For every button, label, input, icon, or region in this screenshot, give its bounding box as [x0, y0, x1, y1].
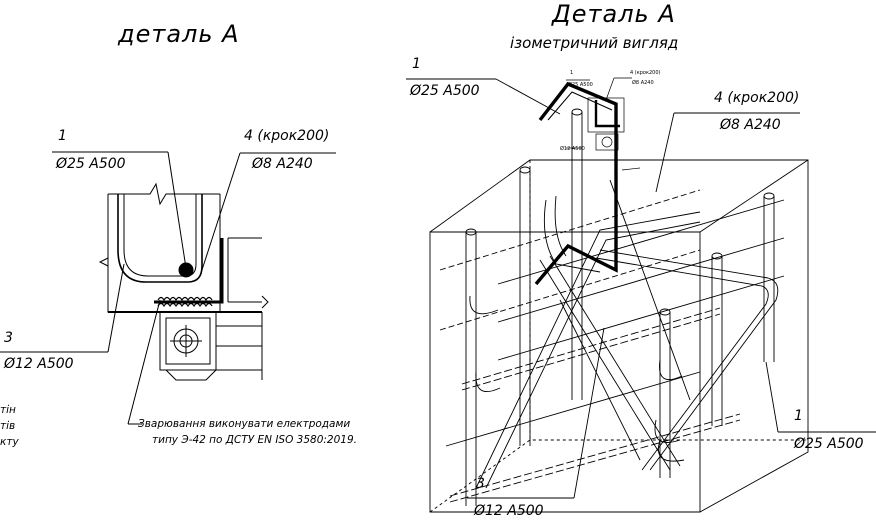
cut-text-2: тів: [0, 420, 16, 432]
rebar-25-section: [178, 262, 194, 278]
stirrups: [469, 179, 779, 489]
mini-top-spec: Ø25 А500: [568, 82, 593, 88]
right-callout-4-number: 4 (крок200): [714, 90, 800, 106]
mini-mid-spec: Ø12 А500: [560, 146, 585, 152]
left-detail-geometry: [0, 151, 336, 425]
weld-note-line-1: Зварювання виконувати електродами: [138, 418, 351, 430]
left-title: деталь А: [118, 20, 240, 48]
cut-text-1: тін: [0, 404, 16, 416]
right-callout-3-number: 3: [476, 476, 485, 492]
horizontal-rebars: [439, 189, 785, 503]
right-detail-geometry: [406, 77, 876, 513]
cut-text-3: кту: [0, 436, 19, 448]
right-callout-1-top-spec: Ø25 А500: [410, 83, 480, 99]
right-callout-4-spec: Ø8 А240: [720, 117, 781, 133]
weld-beads: [157, 296, 213, 308]
right-callout-1-bottom-spec: Ø25 А500: [794, 436, 864, 452]
right-callout-1-bottom-number: 1: [794, 408, 803, 424]
right-title: Деталь А: [552, 0, 676, 28]
left-callout-4-number: 4 (крок200): [244, 128, 330, 144]
mini-inset: [566, 77, 641, 171]
right-subtitle: ізометричний вигляд: [510, 34, 679, 52]
left-callout-3-spec: Ø12 А500: [4, 356, 74, 372]
mini-right-number: 4 (крок200): [630, 70, 661, 76]
right-callout-1-top-number: 1: [412, 56, 421, 72]
mini-right-spec: Ø8 А240: [632, 80, 654, 86]
mini-top-number: 1: [570, 70, 574, 76]
left-callout-1-spec: Ø25 А500: [56, 156, 126, 172]
left-callout-4-spec: Ø8 А240: [252, 156, 313, 172]
vertical-rebars: [465, 108, 775, 506]
right-callout-3-spec: Ø12 А500: [474, 503, 544, 519]
left-callout-3-number: 3: [4, 330, 13, 346]
weld-note-line-2: типу Э-42 по ДСТУ EN ISO 3580:2019.: [152, 434, 357, 446]
left-callout-1-number: 1: [58, 128, 67, 144]
bent-rebar-heavy: [534, 81, 618, 286]
